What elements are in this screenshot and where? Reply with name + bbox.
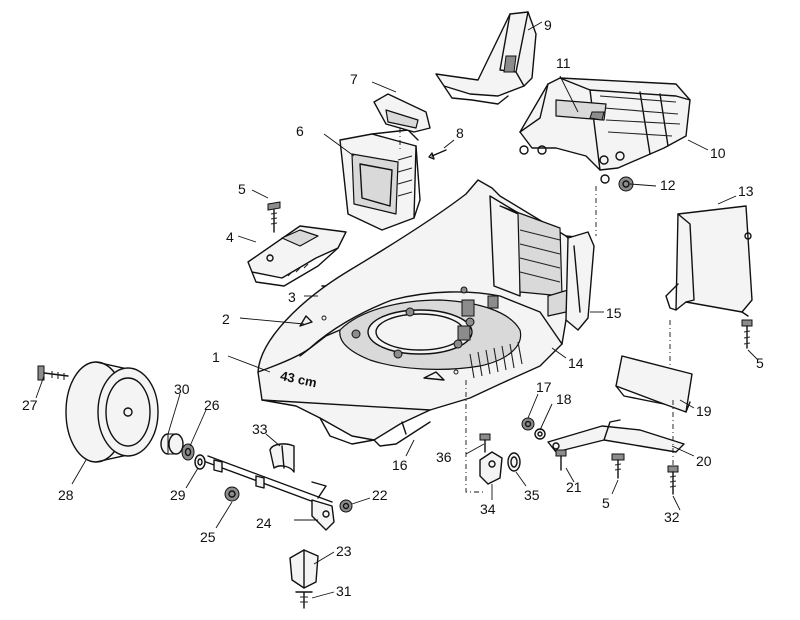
callout-5-right: 5 <box>756 355 764 371</box>
part-17-nut <box>521 417 535 431</box>
callout-labels: 1 2 3 4 5 5 5 5 6 7 8 9 10 11 12 13 14 1… <box>22 17 764 599</box>
part-25-nut <box>224 486 240 502</box>
part-9-deflector <box>435 11 537 105</box>
part-35-bushing <box>507 452 521 472</box>
callout-32: 32 <box>664 509 680 525</box>
part-23-bracket <box>289 549 319 589</box>
part-19-flap-plate <box>615 355 693 413</box>
callout-15: 15 <box>606 305 622 321</box>
part-34-adjuster <box>465 380 503 493</box>
part-24-axle <box>205 455 335 531</box>
callout-24: 24 <box>256 515 272 531</box>
callout-8: 8 <box>456 125 464 141</box>
part-15-side-rail <box>565 186 597 331</box>
callout-22: 22 <box>372 487 388 503</box>
callout-35: 35 <box>524 487 540 503</box>
callout-33: 33 <box>252 421 268 437</box>
part-36-bolt <box>479 433 491 453</box>
callout-5-lower: 5 <box>602 495 610 511</box>
part-8-pin <box>428 149 447 160</box>
part-6-chute-frame <box>339 129 421 231</box>
part-18-washer <box>534 428 546 440</box>
callout-21: 21 <box>566 479 582 495</box>
part-21-screw <box>555 449 567 471</box>
callout-14: 14 <box>568 355 584 371</box>
callout-17: 17 <box>536 379 552 395</box>
part-33-clip <box>269 443 295 473</box>
part-5-screw-right <box>741 319 753 349</box>
callout-5-upper: 5 <box>238 181 246 197</box>
part-20-skid-plate <box>547 419 685 453</box>
callout-31: 31 <box>336 583 352 599</box>
part-5-screw-lower <box>611 453 625 479</box>
callout-11: 11 <box>556 55 571 71</box>
callout-12: 12 <box>660 177 676 193</box>
callout-25: 25 <box>200 529 216 545</box>
callout-23: 23 <box>336 543 352 559</box>
part-28-wheel <box>65 361 159 463</box>
callout-36: 36 <box>436 449 452 465</box>
callout-27: 27 <box>22 397 38 413</box>
part-12-nut <box>600 174 634 192</box>
callout-6: 6 <box>296 123 304 139</box>
callout-34: 34 <box>480 501 496 517</box>
callout-13: 13 <box>738 183 754 199</box>
part-26-washer <box>181 443 195 461</box>
callout-3: 3 <box>288 289 296 305</box>
callout-16: 16 <box>392 457 408 473</box>
part-7-latch <box>373 93 431 150</box>
callout-1: 1 <box>212 349 220 365</box>
part-13-rear-guard <box>665 205 753 390</box>
part-22-nut <box>339 499 353 513</box>
leader-lines <box>35 21 759 599</box>
callout-29: 29 <box>170 487 186 503</box>
part-29-spacer <box>194 454 206 470</box>
callout-10: 10 <box>710 145 726 161</box>
callout-28: 28 <box>58 487 74 503</box>
part-4-bracket-plate <box>247 225 347 287</box>
callout-7: 7 <box>350 71 358 87</box>
part-27-axle-bolt <box>37 365 69 381</box>
part-32-screw <box>667 400 679 495</box>
deck-size-marking: 43 cm <box>279 368 318 390</box>
callout-26: 26 <box>204 397 220 413</box>
part-10-rear-cover <box>519 77 691 171</box>
callout-30: 30 <box>174 381 190 397</box>
part-30-hub <box>160 433 184 455</box>
callout-9: 9 <box>544 17 552 33</box>
callout-19: 19 <box>696 403 712 419</box>
part-5-screw-upper <box>267 201 281 233</box>
part-1-mower-deck: 43 cm <box>257 179 591 447</box>
callout-2: 2 <box>222 311 230 327</box>
callout-20: 20 <box>696 453 712 469</box>
part-31-screw <box>295 591 313 609</box>
callout-4: 4 <box>226 229 234 245</box>
callout-18: 18 <box>556 391 572 407</box>
